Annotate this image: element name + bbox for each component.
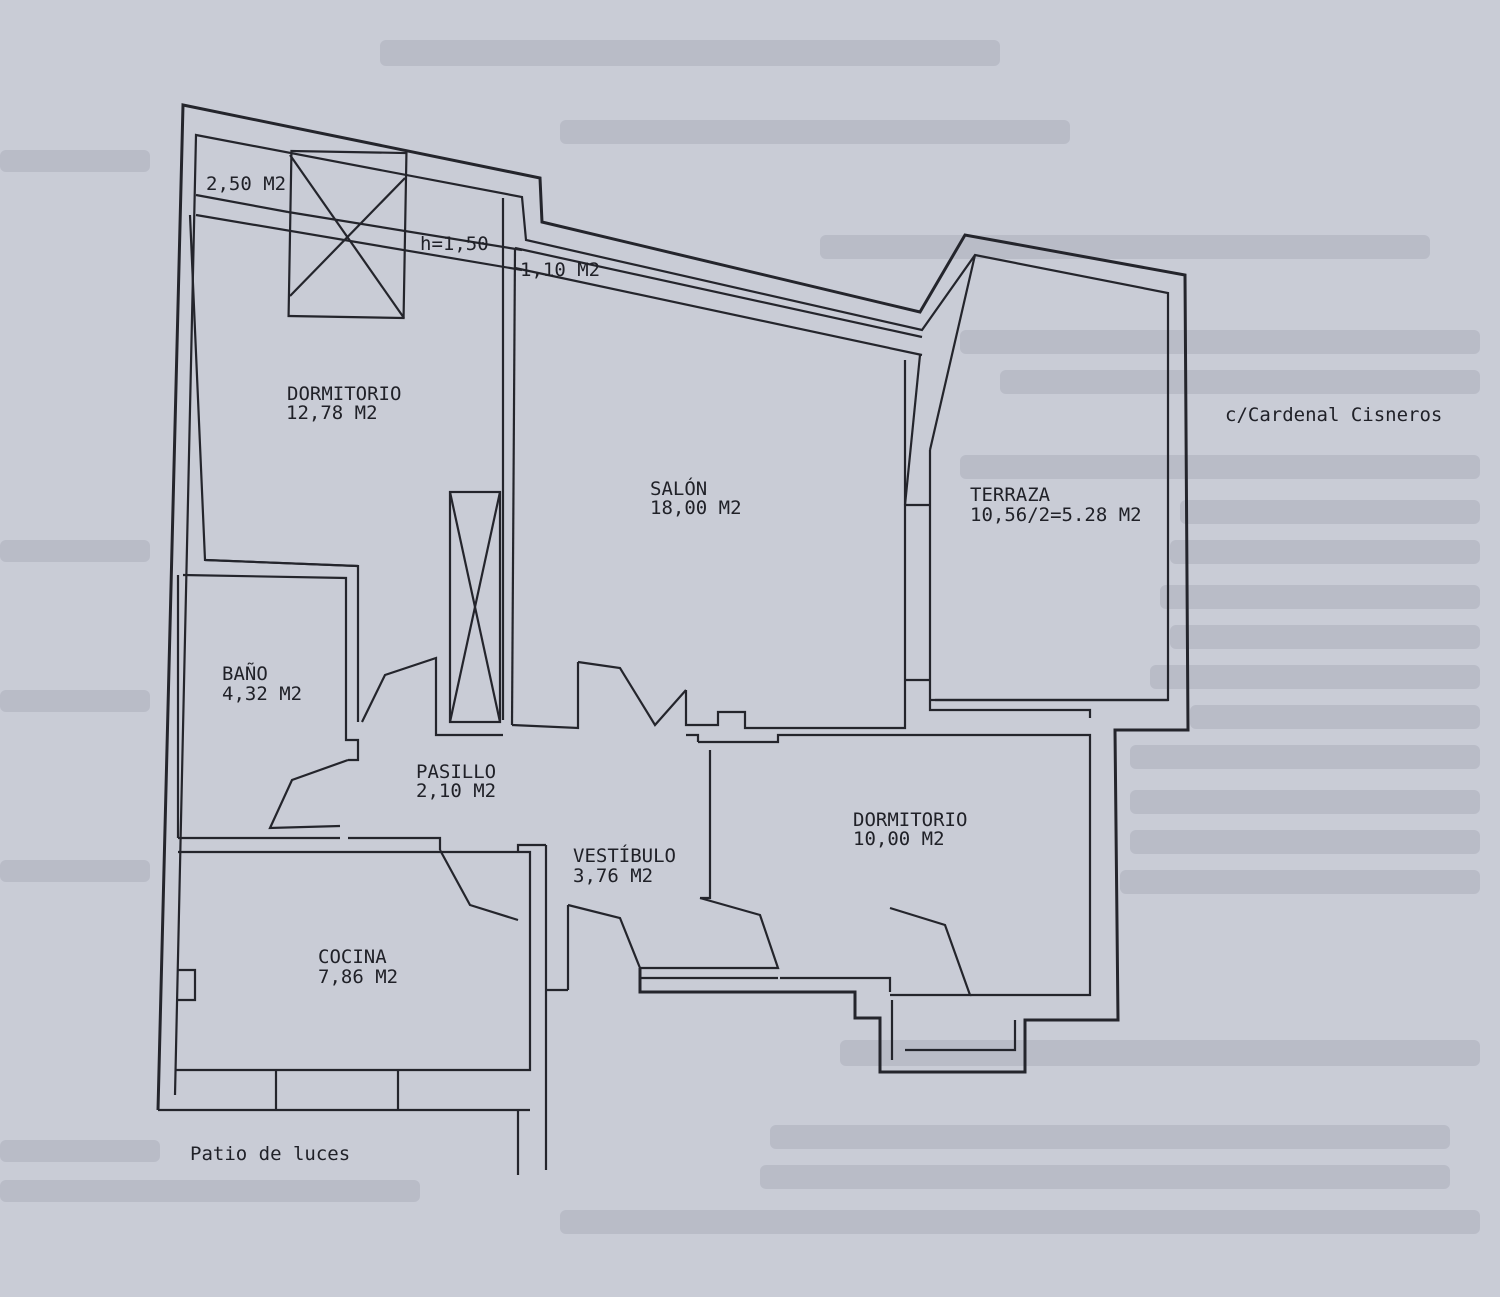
room-area-vestibulo: 3,76 M2 [573,865,653,887]
room-name-terraza: TERRAZA [970,484,1051,506]
annotation-strip-area: 1,10 M2 [520,259,600,281]
street-label: c/Cardenal Cisneros [1225,404,1442,426]
room-area-dormitorio1: 12,78 M2 [286,402,378,424]
courtyard-label: Patio de luces [190,1143,350,1165]
ventilation-shaft [448,490,502,724]
room-area-dormitorio2: 10,00 M2 [853,828,945,850]
door-salon [577,660,687,727]
bano-wall [182,573,360,762]
room-area-bano: 4,32 M2 [222,683,302,705]
room-area-terraza: 10,56/2=5.28 M2 [970,504,1142,526]
outer-wall-inner [173,133,1170,1096]
room-labels: 2,50 M2 h=1,50 1,10 M2 DORMITORIO 12,78 … [190,173,1442,1165]
door-dormitorio2 [640,896,780,970]
dormitorio2-wall [698,733,1092,997]
room-name-pasillo: PASILLO [416,761,496,783]
room-area-salon: 18,00 M2 [650,497,742,519]
doors [268,656,972,997]
outer-wall [156,103,1190,1111]
room-name-cocina: COCINA [318,946,387,968]
room-name-bano: BAÑO [222,662,268,685]
annotation-top-area: 2,50 M2 [206,173,286,195]
door-bano [361,656,438,728]
door-vestibulo [567,903,642,969]
door-dormitorio2-window [889,906,972,997]
room-name-dormitorio1: DORMITORIO [287,383,401,405]
room-area-pasillo: 2,10 M2 [416,780,496,802]
room-area-cocina: 7,86 M2 [318,966,398,988]
door-pasillo-left [268,758,349,830]
courtyard-wall [175,850,532,1072]
salon-wall [511,662,580,730]
room-name-salon: SALÓN [650,476,707,500]
room-name-dormitorio2: DORMITORIO [853,809,967,831]
light-shaft-top [287,149,408,320]
show-through-background-text [0,40,1480,1234]
annotation-height: h=1,50 [420,233,489,255]
room-name-vestibulo: VESTÍBULO [573,844,676,867]
door-cocina [439,849,519,922]
walls [156,103,1190,1175]
